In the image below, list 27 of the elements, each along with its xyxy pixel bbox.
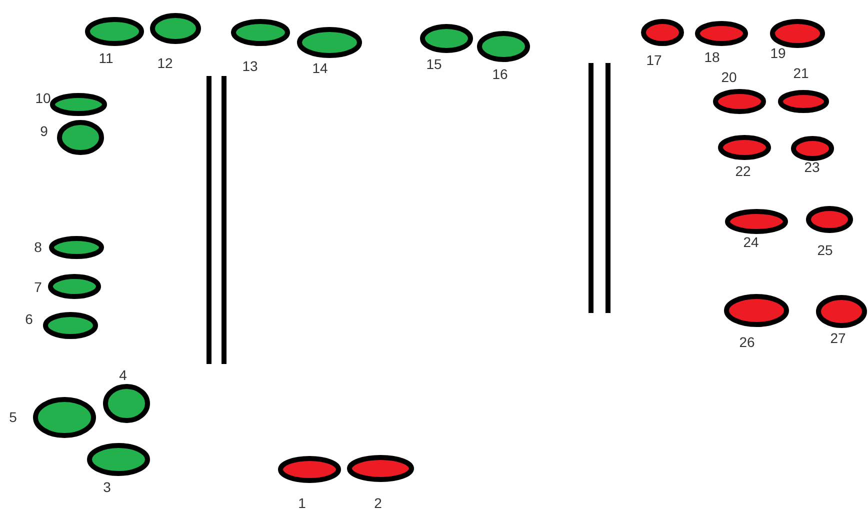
number-label: 9 xyxy=(40,124,48,138)
number-label: 24 xyxy=(743,235,759,249)
number-label: 25 xyxy=(817,243,833,257)
number-label: 2 xyxy=(374,496,382,510)
number-label: 1 xyxy=(298,496,306,510)
number-label: 8 xyxy=(34,240,42,254)
number-label: 18 xyxy=(704,50,720,64)
number-label: 21 xyxy=(793,66,809,80)
number-label: 4 xyxy=(119,368,127,382)
number-label: 11 xyxy=(98,51,114,65)
number-label: 19 xyxy=(770,46,786,60)
number-label: 17 xyxy=(646,53,662,67)
number-label: 22 xyxy=(735,164,751,178)
number-label: 26 xyxy=(739,335,755,349)
number-label: 27 xyxy=(830,331,846,345)
number-label: 23 xyxy=(804,160,820,174)
number-label: 14 xyxy=(312,61,328,75)
number-label: 3 xyxy=(103,480,111,494)
number-label: 16 xyxy=(492,67,508,81)
number-label: 13 xyxy=(242,59,258,73)
number-label: 5 xyxy=(9,410,17,424)
number-label: 20 xyxy=(721,70,737,84)
number-label: 6 xyxy=(25,312,33,326)
number-label: 12 xyxy=(157,56,173,70)
number-label: 10 xyxy=(35,91,51,105)
number-label: 15 xyxy=(426,57,442,71)
number-label: 7 xyxy=(34,280,42,294)
